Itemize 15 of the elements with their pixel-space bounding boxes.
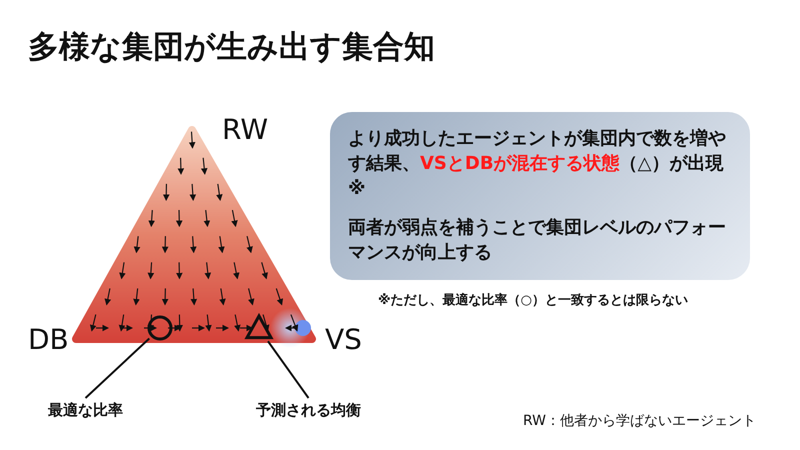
triangle-marker [244, 312, 274, 340]
panel-text: 両者が弱点を補うことで集団レベルのパフォーマンスが向上する [348, 216, 727, 265]
vertex-label: RW [222, 113, 268, 146]
vertex-label: DB [28, 323, 69, 356]
callout-label: 予測される均衡 [256, 401, 361, 420]
title: 多様な集団が生み出す集合知 [28, 28, 435, 67]
circle-marker [148, 316, 172, 340]
leader-line [84, 338, 150, 399]
callout-label: 最適な比率 [48, 401, 123, 420]
note: RW：他者から学ばないエージェント [523, 412, 756, 430]
text-panel [330, 112, 750, 280]
footnote: ※ただし、最適な比率（○）と一致するとは限らない [378, 292, 688, 309]
panel-text: より成功したエージェントが集団内で数を増やす結果、VSとDBが混在する状態（△）が出現※ [348, 127, 727, 201]
leader-line [267, 340, 310, 399]
vertex-label: VS [325, 323, 362, 356]
